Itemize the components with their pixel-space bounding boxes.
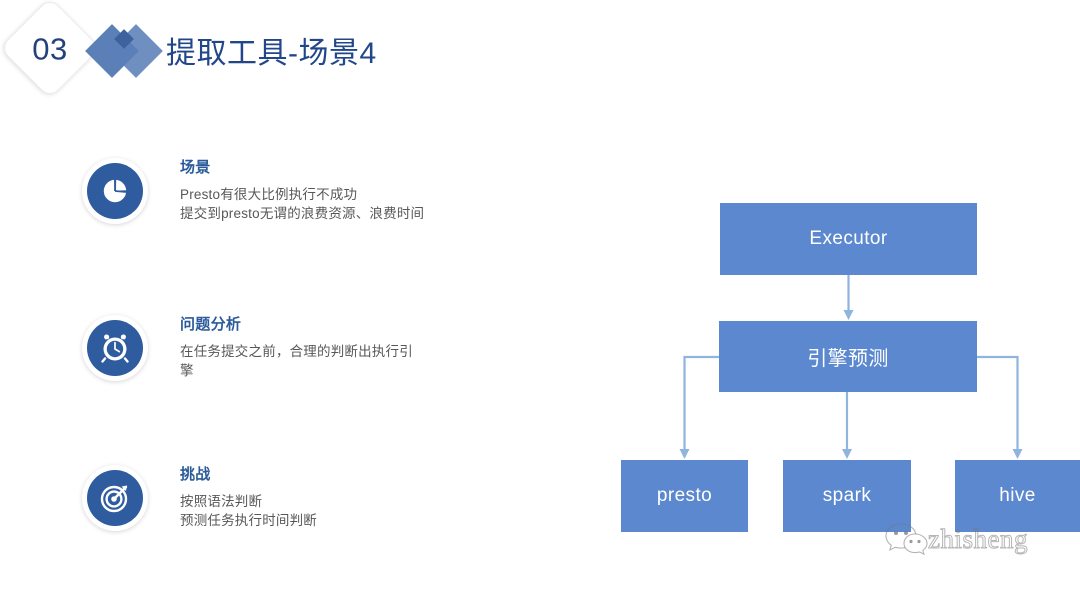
edge-predict-to-presto: [679, 355, 719, 459]
flowchart: Executor 引擎预测 presto spark hive: [600, 150, 1080, 592]
flow-node-hive[interactable]: hive: [955, 460, 1080, 532]
edge-executor-to-predict: [843, 275, 854, 320]
feature-text-problem-analysis: 问题分析 在任务提交之前，合理的判断出执行引 擎: [180, 315, 500, 380]
feature-heading: 挑战: [180, 466, 211, 483]
alarm-clock-icon: [82, 315, 148, 381]
feature-text-scenario: 场景 Presto有很大比例执行不成功 提交到presto无谓的浪费资源、浪费时…: [180, 158, 500, 223]
feature-body-line: 在任务提交之前，合理的判断出执行引: [180, 344, 413, 359]
feature-body-line: 按照语法判断: [180, 494, 263, 509]
page-title: 提取工具-场景4: [166, 37, 377, 70]
feature-body: 在任务提交之前，合理的判断出执行引 擎: [180, 342, 500, 380]
flow-node-predict[interactable]: 引擎预测: [719, 321, 977, 392]
feature-text-challenge: 挑战 按照语法判断 预测任务执行时间判断: [180, 465, 500, 530]
feature-body-line: 预测任务执行时间判断: [180, 513, 317, 528]
feature-heading: 问题分析: [180, 316, 242, 333]
watermark-text: zhisheng: [928, 524, 1028, 555]
feature-heading: 场景: [180, 159, 211, 176]
feature-body-line: Presto有很大比例执行不成功: [180, 187, 358, 202]
feature-body-line: 提交到presto无谓的浪费资源、浪费时间: [180, 206, 425, 221]
feature-body: 按照语法判断 预测任务执行时间判断: [180, 492, 500, 530]
slide-header: 03 提取工具-场景4: [0, 0, 1080, 110]
watermark: zhisheng: [884, 516, 1074, 566]
flow-node-executor[interactable]: Executor: [720, 203, 977, 275]
pie-chart-icon: [82, 158, 148, 224]
feature-body: Presto有很大比例执行不成功 提交到presto无谓的浪费资源、浪费时间: [180, 185, 500, 223]
feature-body-line: 擎: [180, 363, 194, 378]
flow-node-spark[interactable]: spark: [783, 460, 911, 532]
feature-list: 场景 Presto有很大比例执行不成功 提交到presto无谓的浪费资源、浪费时…: [82, 158, 500, 531]
wechat-icon: [885, 523, 928, 556]
target-icon: [82, 465, 148, 531]
edge-predict-to-spark: [842, 392, 852, 459]
edge-predict-to-hive: [977, 355, 1023, 459]
flowchart-connectors: [679, 275, 1023, 459]
flow-node-presto[interactable]: presto: [621, 460, 748, 532]
